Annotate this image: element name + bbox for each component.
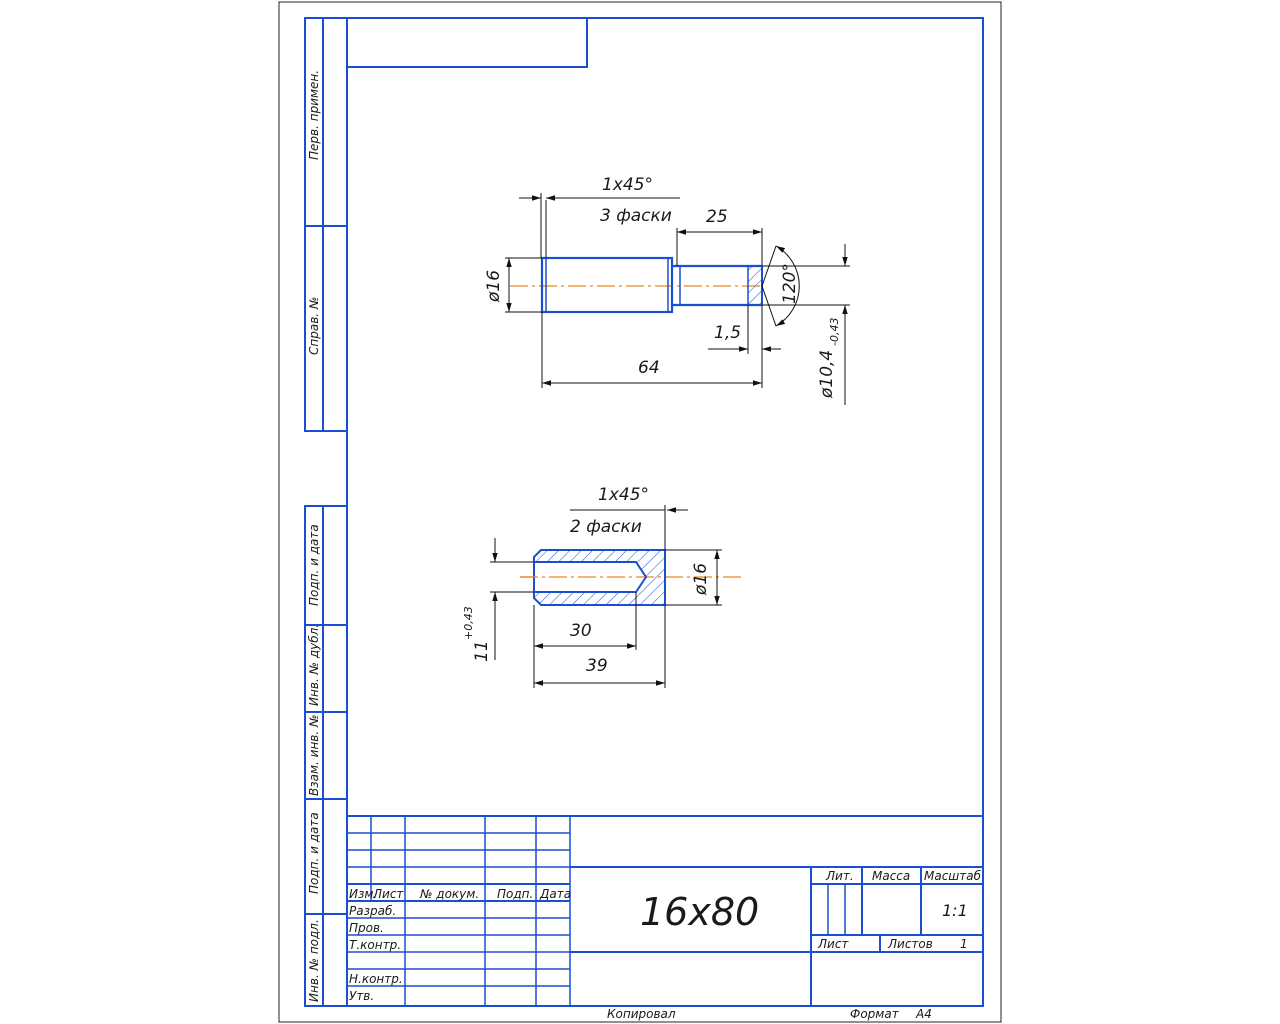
side-label-podp-data-1: Подп. и дата xyxy=(307,524,321,606)
tb-col-podp: Подп. xyxy=(497,887,533,901)
tb-lit: Лит. xyxy=(825,869,854,883)
view-2-dim-diameter: ø16 xyxy=(691,563,711,596)
view-1-tip-section xyxy=(747,265,763,306)
side-label-inv-podl: Инв. № подл. xyxy=(307,919,321,1002)
tb-col-data: Дата xyxy=(539,887,571,901)
tb-listov-value: 1 xyxy=(960,937,968,951)
tb-scale-value: 1:1 xyxy=(942,901,968,920)
tb-row-razrab: Разраб. xyxy=(349,904,396,918)
tb-list: Лист xyxy=(817,937,849,951)
view-2-dim-11: 11 xyxy=(472,640,492,662)
view-2-dim-39: 39 xyxy=(586,656,608,676)
view-1-dim-angle: 120° xyxy=(780,263,800,304)
footer-format-value: A4 xyxy=(915,1007,932,1021)
side-label-vzam-inv: Взам. инв. № xyxy=(307,715,321,796)
side-label-podp-data-2: Подп. и дата xyxy=(307,812,321,894)
side-label-perv-primen: Перв. примен. xyxy=(307,70,321,160)
view-1-dim-1-5: 1,5 xyxy=(714,323,741,343)
tb-col-docum: № докум. xyxy=(419,887,479,901)
view-2-dim-11-tol: +0,43 xyxy=(462,606,475,640)
side-label-sprav-no: Справ. № xyxy=(307,297,321,355)
view-2-chamfer-dim: 1x45° xyxy=(598,485,649,505)
tb-row-nkontr: Н.контр. xyxy=(349,972,403,986)
tb-row-utv: Утв. xyxy=(349,989,374,1003)
side-label-inv-dubl: Инв. № дубл. xyxy=(307,624,321,706)
tb-col-list: Лист xyxy=(372,887,404,901)
side-labels: Перв. примен. Справ. № Подп. и дата Инв.… xyxy=(307,70,321,1002)
view-1-dim-hole-tol: -0,43 xyxy=(828,318,841,346)
tb-listov: Листов xyxy=(887,937,933,951)
view-1-dim-hole: ø10,4 xyxy=(817,350,837,399)
view-1-dim-diameter: ø16 xyxy=(484,270,504,303)
view-2-dim-30: 30 xyxy=(570,621,592,641)
tb-massa: Масса xyxy=(872,869,910,883)
footer-format-label: Формат xyxy=(850,1007,900,1021)
view-1-dim-25: 25 xyxy=(706,207,728,227)
sheet-edge xyxy=(278,1,1002,1023)
tb-row-prov: Пров. xyxy=(349,921,384,935)
view-1-dim-64: 64 xyxy=(638,358,660,378)
view-1-chamfer-dim: 1x45° xyxy=(602,175,653,195)
title-block: Изм. Лист № докум. Подп. Дата Разраб. Пр… xyxy=(346,815,984,1007)
view-2-chamfer-note: 2 фаски xyxy=(570,517,642,537)
view-1-main-body xyxy=(540,256,674,314)
tb-designation: 16x80 xyxy=(640,890,759,934)
tb-row-tkontr: Т.контр. xyxy=(349,938,401,952)
view-1-part: 1x45° 3 фаски 25 ø16 120° 1,5 64 ø10,4 -… xyxy=(484,175,850,405)
view-2-part: 1x45° 2 фаски ø16 30 39 11 +0,43 xyxy=(462,485,745,688)
footer-copied: Копировал xyxy=(607,1007,676,1021)
view-1-chamfer-note: 3 фаски xyxy=(600,206,672,226)
tb-masshtab: Масштаб xyxy=(924,869,982,883)
tb-col-izm: Изм. xyxy=(349,887,377,901)
